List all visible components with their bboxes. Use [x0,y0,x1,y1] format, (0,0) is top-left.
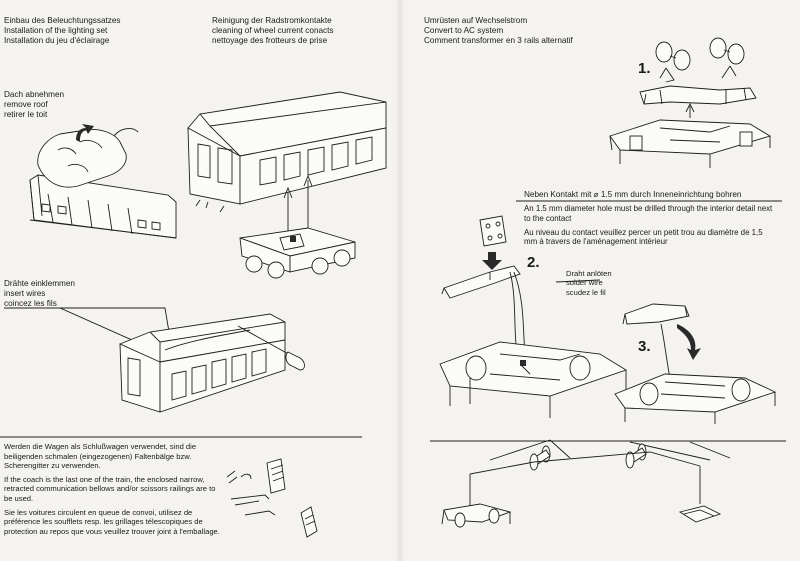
bottom-divider [430,440,786,442]
remove-roof-illustration [29,124,177,239]
axle-wiring-diagram [441,439,731,528]
right-page: Umrüsten auf Wechselstrom Convert to AC … [400,0,800,561]
contact-heading-rule [516,200,782,202]
axle-right [625,443,647,469]
lighting-set-heading: Einbau des Beleuchtungssatzes Installati… [4,16,121,45]
ac-conversion-heading: Umrüsten auf Wechselstrom Convert to AC … [424,16,573,45]
left-page: Einbau des Beleuchtungssatzes Installati… [0,16,387,538]
wheel-removal-illustration [609,37,772,168]
insert-wires-illustration [4,307,305,413]
wheel-contact-cleaning-heading: Reinigung der Radstromkontakte cleaning … [212,16,334,45]
remove-roof-label: Dach abnehmen remove roof retirer le toi… [4,90,65,119]
coach-cleaning-illustration [187,91,387,279]
bellows-railings-illustration [226,458,318,538]
step-number-2: 2. [527,254,540,271]
contact-drill-heading: Neben Kontakt mit ⌀ 1.5 mm durch Innenei… [524,190,742,199]
contact-assembly-illustration [614,303,777,424]
axle-left [529,445,551,471]
insert-wires-label: Drähte einklemmen insert wires coincez l… [4,279,75,308]
page-gutter [396,0,404,561]
contact-plate-illustration [439,215,628,418]
contact-drill-instructions: An 1.5 mm diameter hole must be drilled … [524,204,773,247]
last-coach-instructions: Werden die Wagen als Schlußwagen verwend… [4,442,220,536]
section-divider [0,436,362,438]
solder-wire-label: Draht anlöten solder wire scudez le fil [566,269,612,297]
step-number-1: 1. [638,60,651,77]
step-number-3: 3. [638,338,651,355]
